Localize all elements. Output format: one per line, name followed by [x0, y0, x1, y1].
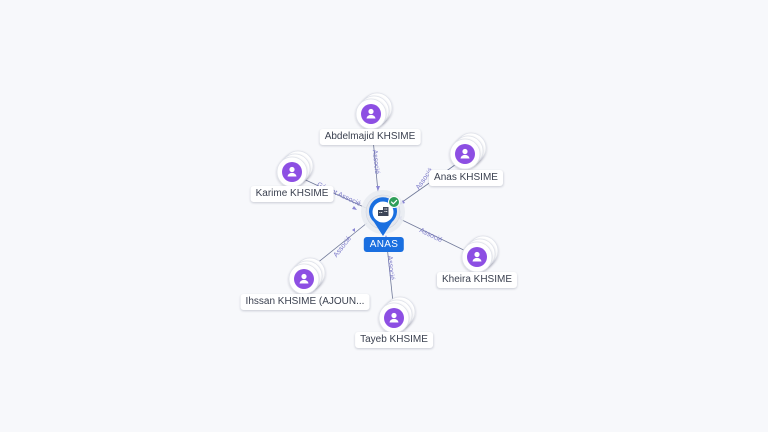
person-label-abdelmajid[interactable]: Abdelmajid KHSIME [319, 129, 421, 145]
edge-label-abdelmajid: Associé [371, 149, 381, 174]
person-nodes [276, 92, 499, 334]
center-company-node[interactable] [361, 190, 405, 236]
arrow-ihssan [352, 228, 355, 232]
node-anas[interactable] [449, 132, 487, 170]
center-company-label[interactable]: ANAS [363, 237, 405, 252]
person-label-anas[interactable]: Anas KHSIME [429, 170, 503, 186]
person-label-tayeb[interactable]: Tayeb KHSIME [355, 332, 433, 348]
company-building-icon [378, 207, 389, 216]
person-label-kheira[interactable]: Kheira KHSIME [436, 272, 518, 288]
node-karime[interactable] [276, 150, 314, 188]
edge-label-ihssan: Associé [333, 235, 354, 259]
person-label-karime[interactable]: Karime KHSIME [250, 186, 334, 202]
arrow-abdelmajid [376, 186, 380, 191]
edge-label-kheira: Associé [418, 227, 443, 244]
edge-label-tayeb: Associé [386, 255, 396, 280]
verified-check-icon [388, 196, 400, 208]
node-abdelmajid[interactable] [355, 92, 393, 130]
person-label-ihssan[interactable]: Ihssan KHSIME (AJOUN... [240, 294, 370, 310]
node-tayeb[interactable] [378, 296, 416, 334]
arrow-karime [352, 206, 357, 210]
node-ihssan[interactable] [288, 257, 326, 295]
edge-kheira [399, 218, 477, 257]
node-kheira[interactable] [461, 235, 499, 273]
